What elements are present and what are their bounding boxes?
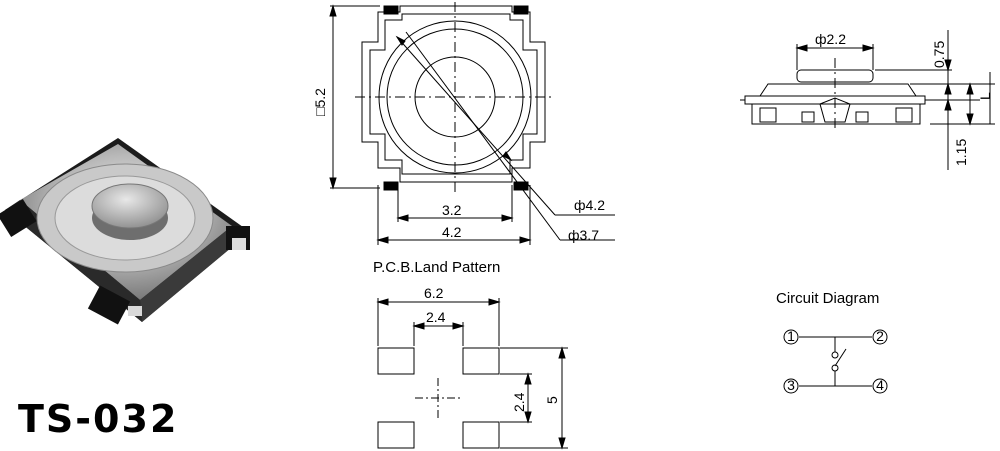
- pin-4: [872, 378, 888, 394]
- product-photo: [0, 138, 250, 325]
- dia-button-label: ф2.2: [815, 31, 846, 47]
- square-size-label: □5.2: [312, 88, 328, 116]
- top-view: [329, 2, 615, 245]
- pin-3: [783, 378, 799, 394]
- dia-outer-label: ф4.2: [574, 197, 605, 213]
- base-height-label: 1.15: [953, 139, 969, 166]
- pcb-width-label: 6.2: [424, 285, 444, 301]
- top-view-body: [361, 5, 546, 183]
- pad-1: [377, 347, 415, 375]
- circuit-title: Circuit Diagram: [776, 290, 880, 307]
- dim-outer-label: 4.2: [442, 224, 462, 240]
- pad-3: [377, 421, 415, 449]
- pcb-height-label: 5: [544, 396, 560, 404]
- dia-inner-label: ф3.7: [568, 227, 599, 243]
- pcb-gap-y-label: 2.4: [511, 392, 527, 412]
- pcb-land-pattern: [376, 298, 568, 450]
- model-title: TS-032: [18, 397, 179, 441]
- pin-2-label: 2: [876, 328, 884, 344]
- button-height-label: 0.75: [931, 41, 947, 68]
- pin-3-label: 3: [787, 377, 795, 393]
- pin-4-label: 4: [876, 377, 884, 393]
- circuit-diagram: [783, 329, 888, 394]
- total-height-label: L: [977, 92, 993, 100]
- pad-4: [462, 421, 500, 449]
- pcb-land-title: P.C.B.Land Pattern: [373, 259, 501, 276]
- side-view: [740, 30, 995, 170]
- dim-inner-label: 3.2: [442, 202, 462, 218]
- pin-1-label: 1: [787, 328, 795, 344]
- pin-1: [783, 329, 799, 345]
- pin-2: [872, 329, 888, 345]
- pad-2: [462, 347, 500, 375]
- pcb-gap-x-label: 2.4: [426, 309, 446, 325]
